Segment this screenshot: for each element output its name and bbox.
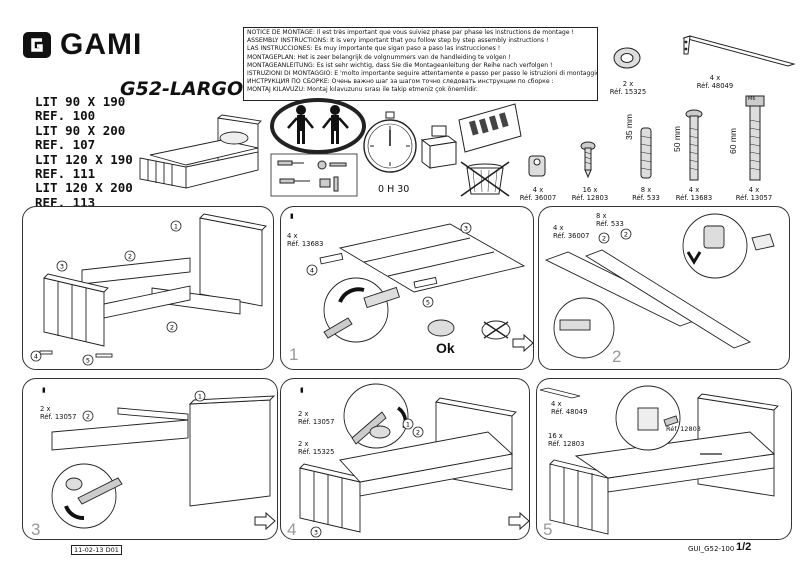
ref-line: REF. 100 [35, 108, 96, 124]
page-number: 1/2 [736, 541, 752, 553]
step1-ok: Ok [436, 340, 455, 356]
bolt-mark: M6 [748, 96, 756, 102]
step2-callout-2b: 2 [624, 231, 628, 239]
step4-bolt-glyph: ▮ [300, 386, 304, 394]
step-4-illustration: 2 1 3 [299, 383, 517, 538]
step-4-number: 4 [287, 520, 297, 539]
step3-callout-1: 1 [198, 393, 202, 401]
ref-line: LIT 90 X 190 [35, 94, 126, 109]
length-50: 50 mm [672, 126, 682, 152]
ref-line: REF. 111 [35, 166, 96, 182]
long-bolt-icon [745, 95, 765, 181]
callout-5: 5 [86, 357, 90, 365]
washer-icon [613, 47, 641, 69]
notice-line: MONTAGEANLEITUNG: Es ist sehr wichtig, d… [247, 61, 553, 69]
no-dispose-icon [460, 161, 510, 197]
step-2-number: 2 [612, 347, 622, 366]
assembly-time: 0 H 30 [378, 184, 410, 195]
ref-line: LIT 90 X 200 [35, 122, 126, 138]
notice-line: ASSEMBLY INSTRUCTIONS: It is very import… [247, 37, 549, 45]
next-arrow-icon [254, 512, 276, 530]
assembly-notice: NOTICE DE MONTAGE: Il est très important… [243, 27, 598, 101]
bracket-icon [682, 35, 796, 67]
length-35: 35 mm [624, 114, 634, 140]
step-1-illustration: 3 4 5 [306, 222, 526, 343]
step1-callout-3: 3 [464, 225, 468, 233]
step4-callout-3: 3 [314, 529, 318, 537]
notice-line: MONTAJ KILAVUZU: Montaj kılavuzunu sıras… [247, 86, 478, 94]
bolt-icon [685, 109, 703, 181]
step3-bolt-glyph: ▮ [42, 386, 46, 394]
model-title: G52-LARGO [120, 78, 244, 100]
toolbox-icon [420, 125, 458, 169]
notice-line: LAS INSTRUCCIONES: Es muy importante que… [247, 45, 501, 53]
callout-2: 2 [128, 253, 132, 261]
reference-list: LIT 90 X 190 REF. 100 LIT 90 X 200 REF. … [35, 94, 133, 210]
next-arrow-icon [512, 334, 534, 352]
brand-name: GAMI [60, 28, 143, 61]
notice-line: MONTAGEPLAN: Het is zeer belangrijk de v… [247, 53, 511, 61]
ref-line: REF. 107 [35, 137, 96, 153]
step3-callout-2: 2 [86, 413, 90, 421]
callout-4: 4 [34, 353, 38, 361]
exploded-view-illustration: 1 2 3 2 4 5 [30, 213, 267, 366]
callout-1: 1 [174, 223, 178, 231]
bed-overview-illustration [139, 114, 262, 189]
step1-callout-5: 5 [426, 299, 430, 307]
step-5-illustration [539, 385, 779, 535]
callout-2b: 2 [170, 324, 174, 332]
dowel-icon [640, 127, 652, 179]
two-persons-icon [270, 98, 366, 154]
step-2-illustration: 2 2 [544, 213, 775, 359]
document-code: 11-02-13 D01 [71, 545, 122, 555]
next-arrow-icon [508, 512, 530, 530]
length-60: 60 mm [728, 128, 738, 154]
stopwatch-icon [363, 111, 417, 173]
step2-callout-2: 2 [602, 235, 606, 243]
notice-line: NOTICE DE MONTAGE: Il est très important… [247, 29, 574, 36]
ref-line: LIT 120 X 190 [35, 151, 133, 167]
callout-3: 3 [60, 263, 64, 271]
brand-logo: GAMI [22, 28, 142, 62]
step1-callout-4: 4 [310, 267, 314, 275]
tools-icon [270, 153, 358, 197]
ref-line: LIT 120 X 200 [35, 180, 133, 196]
notice-line: ИНСТРУКЦИЯ ПО СБОРКЕ: Очень важно шаг за… [247, 78, 554, 86]
document-ref: GUI_G52-100 [688, 545, 735, 553]
instruction-sheet-icon [458, 103, 522, 153]
screw-icon [580, 141, 596, 179]
gami-logo-icon [23, 32, 51, 58]
step-5-number: 5 [543, 520, 553, 539]
notice-line: ISTRUZIONI DI MONTAGGIO: E 'molto import… [247, 70, 598, 78]
step-3-number: 3 [31, 520, 41, 539]
step-3-illustration: 1 2 [51, 390, 276, 529]
step5-label: Réf. 12803 [666, 425, 701, 433]
cam-lock-icon [528, 155, 546, 177]
step4-callout-2: 2 [416, 429, 420, 437]
step-1-number: 1 [289, 345, 299, 364]
step1-bolt-glyph: ▮ [290, 212, 294, 220]
step4-callout-1: 1 [406, 421, 410, 429]
